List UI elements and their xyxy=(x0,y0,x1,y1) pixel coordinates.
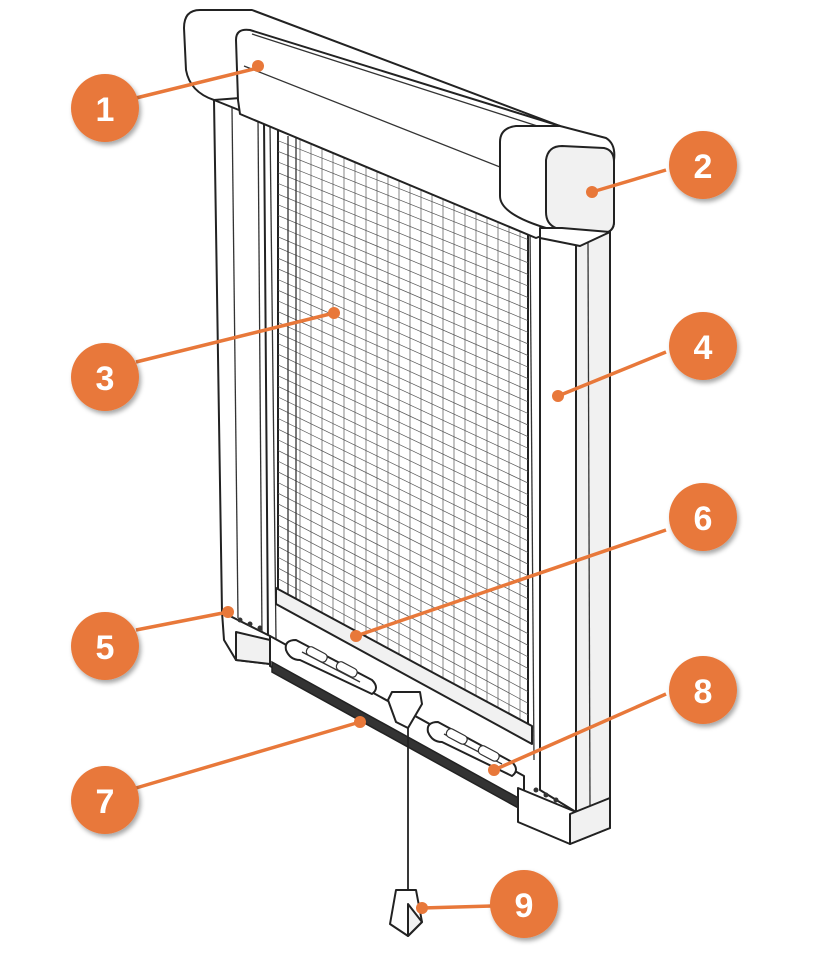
callout-badge-1: 1 xyxy=(71,74,139,142)
leader-line-8 xyxy=(493,692,667,772)
leader-line-7 xyxy=(135,720,361,790)
leader-dots xyxy=(222,60,598,914)
callout-badge-8: 8 xyxy=(669,656,737,724)
svg-text:8: 8 xyxy=(694,673,713,711)
insect-screen-illustration xyxy=(183,9,616,937)
callout-badge-9: 9 xyxy=(490,870,558,938)
svg-text:3: 3 xyxy=(96,360,115,398)
pull-handle xyxy=(387,691,423,937)
leader-dot-8 xyxy=(488,764,500,776)
callout-badge-3: 3 xyxy=(71,343,139,411)
leader-dot-4 xyxy=(552,390,564,402)
mesh-bottom-bar xyxy=(275,587,533,745)
leader-dot-3 xyxy=(328,307,340,319)
callout-badge-2: 2 xyxy=(669,131,737,199)
bottom-handle-left xyxy=(284,639,377,695)
callout-badge-7: 7 xyxy=(71,766,139,834)
leader-line-5 xyxy=(135,610,229,632)
leader-line-1 xyxy=(135,66,259,100)
callout-badge-5: 5 xyxy=(71,612,139,680)
leader-line-4 xyxy=(557,350,667,398)
top-cassette xyxy=(183,9,616,247)
svg-text:4: 4 xyxy=(694,329,713,367)
leader-dot-2 xyxy=(586,186,598,198)
leader-line-2 xyxy=(591,168,667,194)
svg-text:5: 5 xyxy=(96,629,115,667)
svg-text:6: 6 xyxy=(694,500,713,538)
leader-line-6 xyxy=(355,528,667,638)
leader-dot-9 xyxy=(416,902,428,914)
callout-badge-4: 4 xyxy=(669,312,737,380)
bottom-handle-right xyxy=(426,721,517,777)
svg-text:9: 9 xyxy=(515,887,534,925)
svg-text:7: 7 xyxy=(96,783,115,821)
leader-lines xyxy=(135,66,667,910)
leader-line-3 xyxy=(135,311,335,364)
leader-dot-7 xyxy=(354,716,366,728)
callout-badge-6: 6 xyxy=(669,483,737,551)
leader-dot-5 xyxy=(222,606,234,618)
svg-text:2: 2 xyxy=(694,148,713,186)
leader-dot-6 xyxy=(350,630,362,642)
leader-dot-1 xyxy=(252,60,264,72)
leader-line-9 xyxy=(421,904,493,910)
svg-text:1: 1 xyxy=(96,91,115,129)
